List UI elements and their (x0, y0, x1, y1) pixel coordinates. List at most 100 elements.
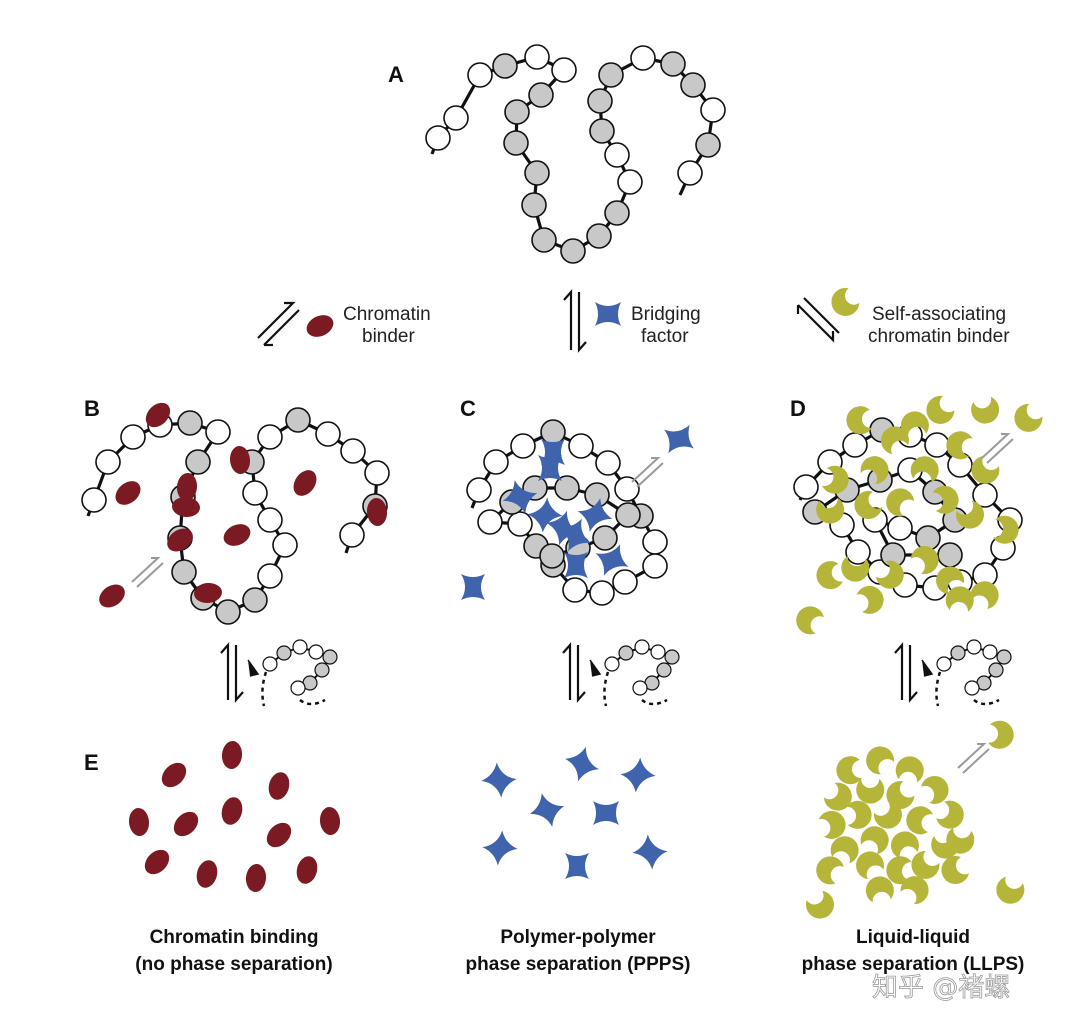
nucleosome (842, 432, 868, 458)
nucleosome (322, 649, 338, 665)
panel-letter-b: B (84, 396, 100, 421)
nucleosome (276, 645, 292, 661)
equilibrium-arrow-icon (796, 297, 840, 343)
nucleosome (528, 82, 554, 108)
nucleosome (540, 419, 566, 445)
nucleosome (425, 125, 451, 151)
legend-selfassoc-line1: Self-associating (872, 304, 1006, 325)
nucleosome (589, 580, 615, 606)
bridging-factors-panel-e (481, 746, 668, 879)
nucleosome (595, 450, 621, 476)
nucleosome (966, 639, 982, 655)
bridging-factor (529, 793, 565, 827)
unfold-arrow-icon (921, 659, 934, 677)
nucleosome (257, 507, 283, 533)
watermark-text: 知乎 @褚螺 (872, 973, 1010, 1003)
nucleosome (492, 53, 518, 79)
mini-dashed-dna (935, 671, 942, 707)
nucleosome (562, 577, 588, 603)
caption-middle-line2: phase separation (PPPS) (466, 954, 691, 975)
panel-letter-d: D (790, 396, 806, 421)
bridging-factor (564, 552, 588, 578)
nucleosome (507, 511, 533, 537)
mini-dashed-dna (603, 671, 610, 707)
self-associating-binder (1008, 399, 1047, 438)
nucleosome (650, 644, 666, 660)
nucleosome (285, 407, 311, 433)
nucleosome (483, 449, 509, 475)
nucleosome (308, 644, 324, 660)
nucleosome (634, 639, 650, 655)
panel-letter-c: C (460, 396, 476, 421)
caption-middle-line1: Polymer-polymer (500, 927, 656, 948)
self-associating-binder (846, 406, 872, 435)
caption-right-line2: phase separation (LLPS) (802, 954, 1025, 975)
nucleosome (290, 680, 306, 696)
self-associating-binder (907, 540, 944, 578)
panel-letter-e: E (84, 750, 99, 775)
nucleosome (364, 460, 390, 486)
binder-legend-icon (303, 311, 337, 341)
caption-left-line2: (no phase separation) (135, 954, 332, 975)
chromatin-binder (310, 799, 350, 843)
nucleosome (205, 419, 231, 445)
equilibrium-arrow-icon (576, 645, 586, 703)
nucleosome (177, 410, 203, 436)
self-associating-binder (854, 776, 886, 806)
exchange-arrow-e-icon (957, 743, 990, 774)
nucleosome (617, 169, 643, 195)
mini-dashed-dna (641, 698, 668, 706)
unfold-arrow-icon (589, 659, 602, 677)
nucleosome (292, 639, 308, 655)
mini-equilibrium (220, 639, 338, 707)
bridging-factor (593, 801, 619, 825)
nucleosome (598, 62, 624, 88)
nucleosome (272, 532, 298, 558)
chromatin-fiber-c (466, 419, 668, 606)
nucleosome (642, 529, 668, 555)
chromatin-binder (135, 842, 179, 882)
chromatin-binder (234, 855, 278, 901)
self-associating-binder (836, 756, 862, 785)
self-associating-binder (969, 395, 1002, 426)
bridging-factor (620, 757, 656, 793)
chromatin-binder (92, 578, 132, 614)
legend-bridging-line1: Bridging (631, 304, 701, 325)
mini-equilibrium (894, 639, 1012, 707)
nucleosome (615, 502, 641, 528)
nucleosome (700, 97, 726, 123)
nucleosome (988, 662, 1004, 678)
mini-dashed-dna (299, 698, 326, 706)
nucleosome (554, 475, 580, 501)
chromatin-binder (107, 474, 149, 512)
self-associating-binder (845, 800, 872, 830)
nucleosome (314, 662, 330, 678)
chromatin-binder (284, 847, 330, 893)
nucleosome (982, 644, 998, 660)
nucleosome (510, 433, 536, 459)
mini-dashed-dna (261, 671, 268, 707)
self-associating-binder (819, 778, 858, 817)
equilibrium-arrow-icon (908, 645, 918, 703)
nucleosome (560, 238, 586, 264)
legend-bridging: Bridging factor (563, 289, 701, 353)
equilibrium-arrow-icon (894, 642, 904, 700)
binders-panel-e (119, 732, 350, 901)
bridging-factor (538, 455, 562, 481)
nucleosome (339, 522, 365, 548)
chromatin-binder (256, 763, 302, 809)
nucleosome (845, 539, 871, 565)
chromatin-binder (210, 732, 254, 778)
nucleosome (604, 656, 620, 672)
chromatin-binder (220, 520, 254, 550)
nucleosome (551, 57, 577, 83)
legend-selfassoc-line2: chromatin binder (868, 326, 1010, 347)
bridging-factor (565, 853, 589, 879)
nucleosome (242, 587, 268, 613)
nucleosome (642, 553, 668, 579)
nucleosome (262, 656, 278, 672)
self-associating-binder (790, 600, 828, 639)
nucleosome (924, 432, 950, 458)
self-associating-binder (860, 740, 899, 779)
exchange-arrow-d-icon (981, 433, 1014, 464)
